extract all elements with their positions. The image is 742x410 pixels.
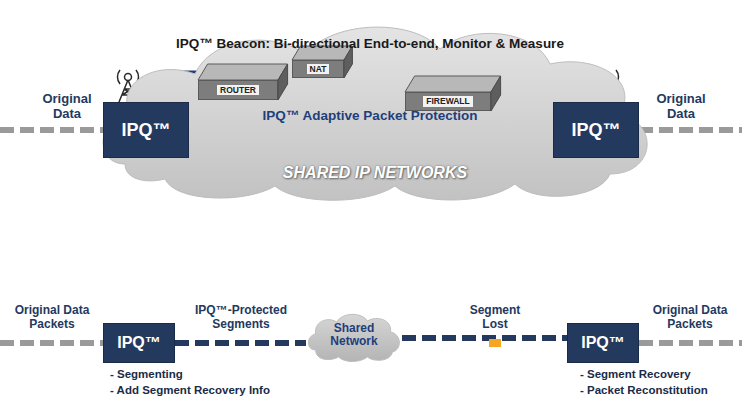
cloud-label: Shared Network — [320, 322, 388, 348]
lost-segment — [489, 339, 501, 347]
data-label: Original Data — [36, 92, 98, 122]
device-name: IPQ™ — [117, 334, 161, 352]
device-label: ROUTER — [217, 85, 259, 95]
segment-label: IPQ™-Protected Segments — [186, 304, 296, 332]
device-label: FIREWALL — [423, 96, 472, 106]
ipq-device: IPQ™ — [103, 323, 175, 363]
data-stream — [639, 127, 742, 133]
device-name: IPQ™ — [121, 120, 170, 141]
data-label: Original Data Packets — [4, 304, 100, 332]
cloud-label: SHARED IP NETWORKS — [95, 164, 655, 182]
data-label: Original Data Packets — [642, 304, 738, 332]
step-note: - Packet Reconstitution — [580, 384, 740, 397]
network-cloud: Shared Network — [306, 312, 402, 364]
box-side-face — [491, 76, 507, 111]
device-name: IPQ™ — [581, 334, 625, 352]
step-note: - Segment Recovery — [580, 368, 740, 381]
ipq-device: IPQ™ — [567, 323, 639, 363]
nat-box: NAT — [292, 60, 344, 78]
router-box: ROUTER — [198, 80, 278, 100]
edge-label: IPQ™ Beacon: Bi-directional End-to-end, … — [110, 36, 630, 52]
data-label: Original Data — [650, 92, 712, 122]
loss-label: Segment Lost — [462, 304, 528, 332]
device-name: IPQ™ — [571, 120, 620, 141]
data-stream — [0, 340, 103, 346]
step-note: - Segmenting — [110, 368, 300, 381]
edge-label: IPQ™ Adaptive Packet Protection — [195, 108, 545, 124]
protected-stream — [402, 335, 567, 341]
data-stream — [0, 127, 103, 133]
step-note: - Add Segment Recovery Info — [110, 384, 310, 397]
ipq-device: IPQ™ — [553, 102, 639, 158]
device-label: NAT — [307, 64, 330, 74]
ipq-device: IPQ™ — [103, 102, 189, 158]
protected-stream — [175, 340, 306, 346]
data-stream — [639, 340, 742, 346]
